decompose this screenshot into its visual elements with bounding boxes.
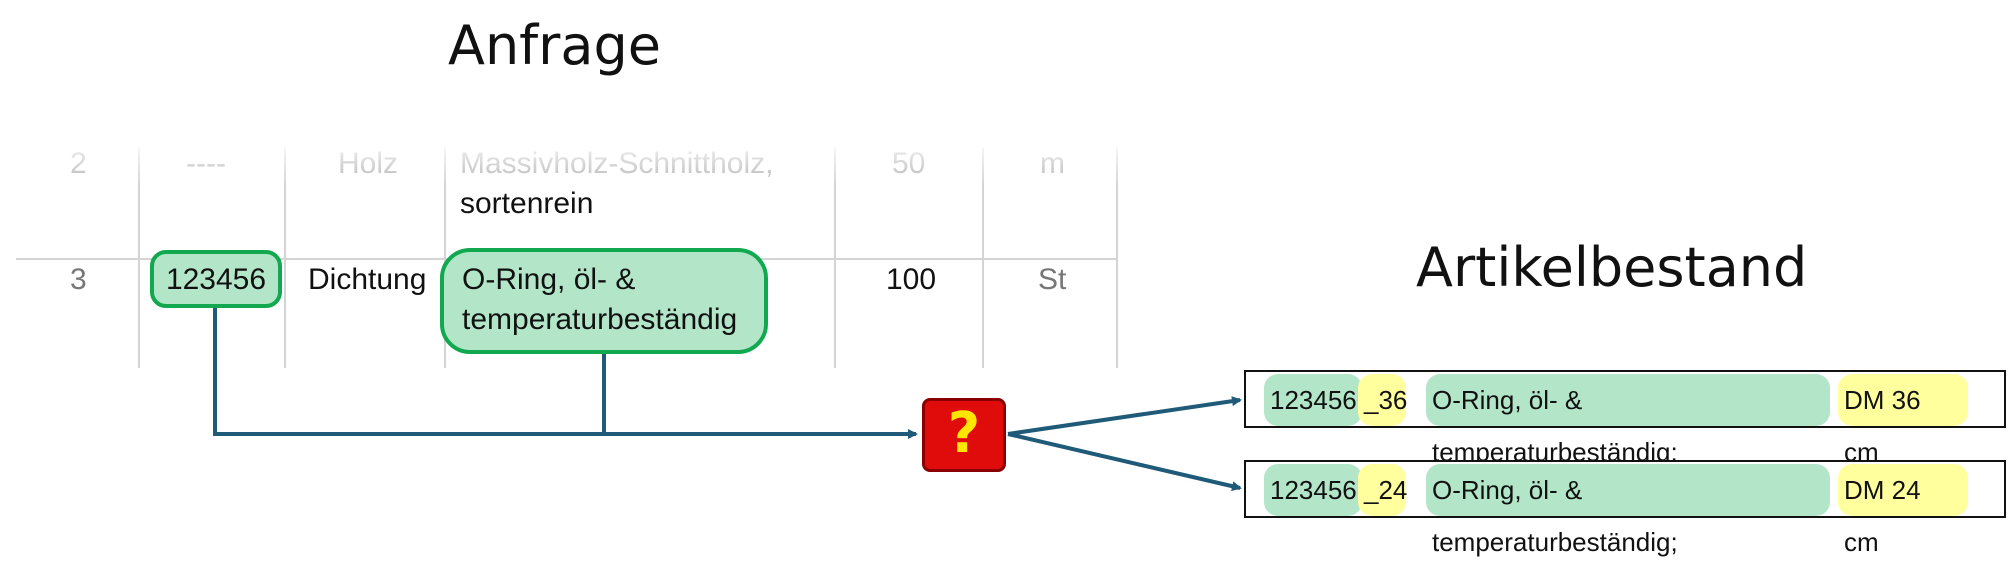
row3-description-line1: O-Ring, öl- & [462,263,636,296]
question-mark: ? [947,401,981,466]
row3-pos: 3 [70,263,87,296]
inventory-article-base: 123456 [1264,374,1362,426]
row3-article-no-highlight: 123456 [150,250,282,308]
connector-arrows [213,308,1242,492]
row3-description-line2: temperaturbeständig [462,303,738,336]
inventory-item: 123456 _24 O-Ring, öl- & temperaturbestä… [1244,460,2006,557]
question-icon: ? [922,398,1006,472]
inventory-dimension: DM 36 cm [1838,374,1968,467]
inventory-article-base: 123456 [1264,464,1362,516]
row3-article-no: 123456 [165,263,267,296]
row3-group: Dichtung [308,263,427,296]
inventory-dimension: DM 24 cm [1838,464,1968,557]
row3-unit: St [1038,263,1067,296]
inventory-description: O-Ring, öl- & temperaturbeständig; [1426,374,1830,467]
arrow-to-check [213,308,918,439]
row3-description-highlight: O-Ring, öl- & temperaturbeständig [440,248,768,354]
inventory-article-suffix: _36 [1358,374,1407,426]
arrow-to-stock-1 [1007,396,1242,436]
row2-description-line2: sortenrein [460,187,594,220]
request-title: Anfrage [448,14,661,77]
inventory-title: Artikelbestand [1416,236,1808,299]
arrow-to-stock-2 [1007,432,1242,492]
inventory-description: O-Ring, öl- & temperaturbeständig; [1426,464,1830,557]
row3-quantity: 100 [886,263,937,296]
inventory-article-suffix: _24 [1358,464,1407,516]
inventory-item: 123456 _36 O-Ring, öl- & temperaturbestä… [1244,370,2006,467]
